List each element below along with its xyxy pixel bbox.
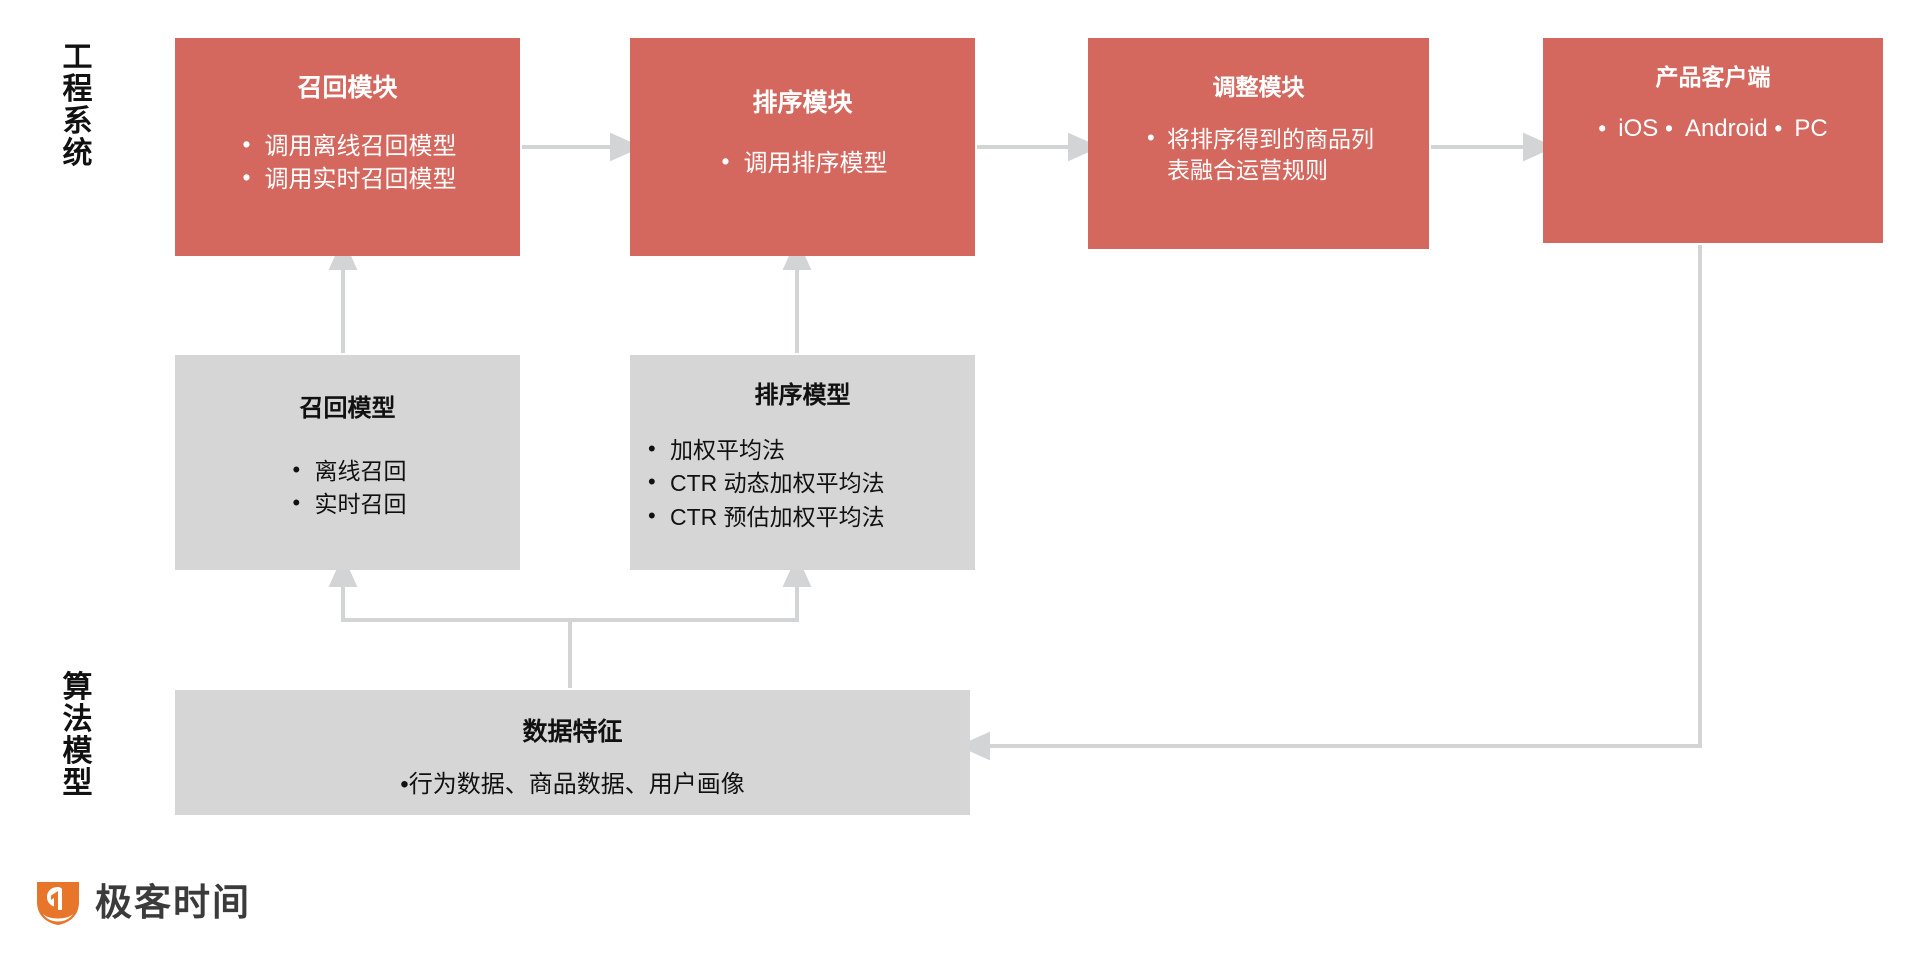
box-product-client-bullets: iOS Android PC (1543, 114, 1883, 145)
list-item: 调用实时召回模型 (239, 162, 457, 196)
box-data-features-line: •行为数据、商品数据、用户画像 (400, 771, 745, 798)
list-item: 调用离线召回模型 (239, 129, 457, 163)
brand-name: 极客时间 (95, 881, 251, 923)
list-item: Android (1665, 114, 1768, 145)
box-ranking-model-bullets: 加权平均法 CTR 动态加权平均法 CTR 预估加权平均法 (644, 433, 885, 534)
connector-data-to-rankingmodel (570, 555, 812, 622)
section-label-engineering: 工 程 系 统 (62, 41, 94, 171)
connector-client-feedback-to-data (958, 245, 1702, 761)
box-ranking-module[interactable]: 排序模块 调用排序模型 (630, 38, 975, 256)
box-ranking-module-bullets: 调用排序模型 (718, 146, 888, 180)
list-item: 加权平均法 (644, 433, 885, 467)
list-item: PC (1774, 114, 1827, 145)
box-recall-model-bullets: 离线召回 实时召回 (289, 454, 407, 522)
box-recall-module[interactable]: 召回模块 调用离线召回模型 调用实时召回模型 (175, 38, 520, 256)
box-product-client[interactable]: 产品客户端 iOS Android PC (1543, 38, 1883, 243)
list-item: CTR 动态加权平均法 (644, 466, 885, 500)
box-recall-model-title: 召回模型 (299, 395, 396, 422)
box-data-features-title: 数据特征 (522, 718, 623, 746)
connector-data-to-recallmodel (328, 555, 572, 688)
list-item: 调用排序模型 (718, 146, 888, 180)
list-item: 将排序得到的商品列 表融合运营规则 (1143, 123, 1374, 185)
box-recall-model[interactable]: 召回模型 离线召回 实时召回 (175, 355, 520, 570)
box-ranking-model[interactable]: 排序模型 加权平均法 CTR 动态加权平均法 CTR 预估加权平均法 (630, 355, 975, 570)
list-item: 实时召回 (289, 487, 407, 521)
brand-logo: 极客时间 (35, 878, 251, 926)
box-data-features[interactable]: 数据特征 •行为数据、商品数据、用户画像 (175, 690, 970, 815)
box-adjust-module-bullets: 将排序得到的商品列 表融合运营规则 (1143, 123, 1374, 185)
geekbang-shield-icon (37, 882, 79, 925)
box-recall-module-title: 召回模块 (297, 74, 398, 102)
box-recall-module-bullets: 调用离线召回模型 调用实时召回模型 (239, 129, 457, 196)
list-item: 离线召回 (289, 454, 407, 488)
box-ranking-module-title: 排序模块 (752, 89, 853, 117)
list-item: CTR 预估加权平均法 (644, 500, 885, 534)
box-ranking-model-title: 排序模型 (754, 382, 851, 409)
list-item: iOS (1598, 114, 1658, 145)
section-label-algorithm: 算 法 模 型 (62, 671, 94, 801)
box-product-client-title: 产品客户端 (1655, 64, 1771, 90)
box-adjust-module-title: 调整模块 (1212, 74, 1305, 100)
box-adjust-module[interactable]: 调整模块 将排序得到的商品列 表融合运营规则 (1088, 38, 1429, 249)
